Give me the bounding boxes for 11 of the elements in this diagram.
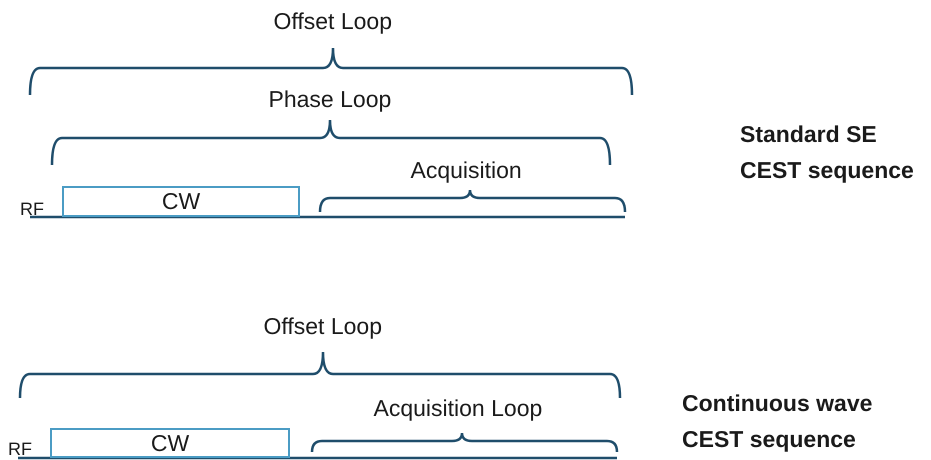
sequence-title: Continuous wave CEST sequence bbox=[682, 389, 874, 454]
loop-label: Offset Loop bbox=[264, 313, 382, 339]
loop-label: Offset Loop bbox=[274, 8, 392, 34]
sequence-title: Standard SE CEST sequence bbox=[740, 120, 915, 185]
pulse-block: CW bbox=[62, 186, 300, 217]
loop-label: Acquisition Loop bbox=[374, 395, 542, 421]
pulse-block: CW bbox=[50, 428, 290, 458]
segment-label: Acquisition bbox=[410, 157, 522, 183]
loop-label: Phase Loop bbox=[268, 86, 392, 112]
axis-label: RF bbox=[20, 198, 44, 221]
axis-label: RF bbox=[8, 438, 32, 460]
